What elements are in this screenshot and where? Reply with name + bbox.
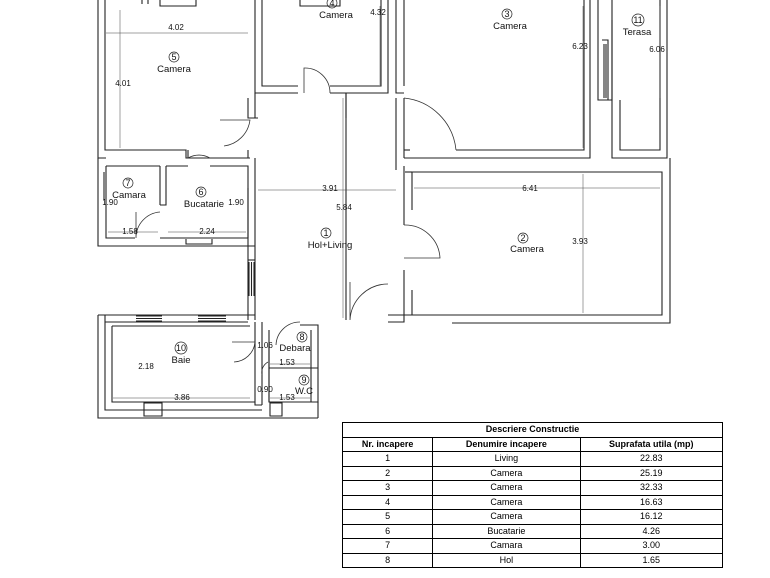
cell-nr: 1	[341, 451, 434, 467]
cell-nr: 2	[341, 465, 434, 481]
room-10-name: Baie	[171, 355, 190, 366]
dim-6-41: 6.41	[522, 184, 538, 193]
room-4-label: 4 Camera	[319, 0, 354, 21]
header-name: Denumire incapere	[432, 436, 581, 452]
cell-nr: 6	[341, 523, 434, 539]
room-3-label: 3 Camera	[493, 8, 528, 32]
dim-5-84: 5.84	[336, 203, 352, 212]
doors	[135, 67, 457, 376]
room-4-name: Camera	[319, 10, 354, 21]
table-title: Descriere Constructie	[342, 422, 723, 438]
room-labels: 4 Camera 3 Camera 11 Terasa 5 Camera 7 C…	[112, 0, 652, 397]
dim-2-24: 2.24	[199, 227, 215, 236]
table-row: 1 Living 22.83	[341, 451, 724, 467]
cell-name: Camera	[432, 465, 581, 481]
room-8-name: Debara	[279, 343, 311, 354]
room-11-number: 11	[633, 15, 642, 25]
room-5-number: 5	[171, 52, 176, 62]
dim-1-90-a: 1.90	[102, 198, 118, 207]
table-row: 4 Camera 16.63	[341, 494, 724, 510]
room-10-number: 10	[176, 343, 186, 353]
room-9-name: W.C	[295, 386, 313, 397]
dim-1-58: 1.58	[122, 227, 138, 236]
room-7-number: 7	[125, 178, 130, 188]
room-1-name: Hol+Living	[308, 240, 353, 251]
dim-1-90-b: 1.90	[228, 198, 244, 207]
dim-1-53-a: 1.53	[279, 358, 295, 367]
room-10-label: 10 Baie	[171, 341, 191, 366]
dim-4-02: 4.02	[168, 23, 184, 32]
dim-6-23: 6.23	[572, 42, 588, 51]
cell-area: 3.00	[579, 538, 724, 554]
room-9-number: 9	[301, 375, 306, 385]
table-header-row: Nr. incapere Denumire incapere Suprafata…	[341, 436, 724, 452]
cell-area: 32.33	[579, 480, 724, 496]
room-5-name: Camera	[157, 64, 192, 75]
table-row: 6 Bucatarie 4.26	[341, 523, 724, 539]
cell-area: 4.26	[579, 523, 724, 539]
cell-nr: 3	[341, 480, 434, 496]
cell-area: 1.65	[579, 552, 724, 568]
room-6-number: 6	[198, 187, 203, 197]
dim-4-32: 4.32	[370, 8, 386, 17]
room-7-label: 7 Camara	[112, 177, 147, 201]
cell-area: 25.19	[579, 465, 724, 481]
table-row: 7 Camara 3.00	[341, 538, 724, 554]
dim-1-53-b: 1.53	[279, 393, 295, 402]
dim-3-91: 3.91	[322, 184, 338, 193]
cell-nr: 7	[341, 538, 434, 554]
room-7-name: Camara	[112, 190, 147, 201]
room-3-number: 3	[504, 9, 509, 19]
dim-0-90: 0.90	[257, 385, 273, 394]
dim-3-86: 3.86	[174, 393, 190, 402]
room-4-number: 4	[329, 0, 334, 8]
header-nr: Nr. incapere	[341, 436, 434, 452]
room-2-number: 2	[520, 233, 525, 243]
dimension-labels: 4.02 4.32 6.23 6.06 4.01 3.91 6.41 5.84 …	[102, 8, 665, 402]
dim-6-06: 6.06	[649, 45, 665, 54]
cell-name: Bucatarie	[432, 523, 581, 539]
areas-table: Descriere Constructie Nr. incapere Denum…	[341, 422, 724, 568]
dim-2-18: 2.18	[138, 362, 154, 371]
cell-name: Living	[432, 451, 581, 467]
dimension-lines	[106, 6, 661, 399]
dim-3-93: 3.93	[572, 237, 588, 246]
walls	[97, 0, 671, 419]
table-row: 3 Camera 32.33	[341, 480, 724, 496]
cell-area: 16.63	[579, 494, 724, 510]
cell-name: Camara	[432, 538, 581, 554]
room-8-number: 8	[299, 332, 304, 342]
header-area: Suprafata utila (mp)	[579, 436, 724, 452]
room-8-label: 8 Debara	[279, 331, 311, 354]
room-6-name: Bucatarie	[184, 199, 224, 210]
room-2-name: Camera	[510, 244, 545, 255]
room-1-label: 1 Hol+Living	[308, 227, 353, 251]
room-2-label: 2 Camera	[510, 232, 545, 255]
room-9-label: 9 W.C	[295, 374, 313, 397]
room-11-name: Terasa	[623, 27, 652, 38]
room-3-name: Camera	[493, 21, 528, 32]
cell-name: Camera	[432, 494, 581, 510]
table-row: 8 Hol 1.65	[341, 552, 724, 568]
cell-nr: 4	[341, 494, 434, 510]
cell-name: Camera	[432, 509, 581, 525]
table-row: 2 Camera 25.19	[341, 465, 724, 481]
room-1-number: 1	[323, 228, 328, 238]
cell-area: 16.12	[579, 509, 724, 525]
dim-4-01: 4.01	[115, 79, 131, 88]
table-row: 5 Camera 16.12	[341, 509, 724, 525]
cell-nr: 8	[341, 552, 434, 568]
dim-1-06: 1.06	[257, 341, 273, 350]
cell-nr: 5	[341, 509, 434, 525]
cell-name: Hol	[432, 552, 581, 568]
room-11-label: 11 Terasa	[623, 13, 652, 38]
room-5-label: 5 Camera	[157, 51, 192, 75]
table-title-row: Descriere Constructie	[342, 422, 723, 438]
room-6-label: 6 Bucatarie	[184, 186, 224, 210]
cell-area: 22.83	[579, 451, 724, 467]
cell-name: Camera	[432, 480, 581, 496]
